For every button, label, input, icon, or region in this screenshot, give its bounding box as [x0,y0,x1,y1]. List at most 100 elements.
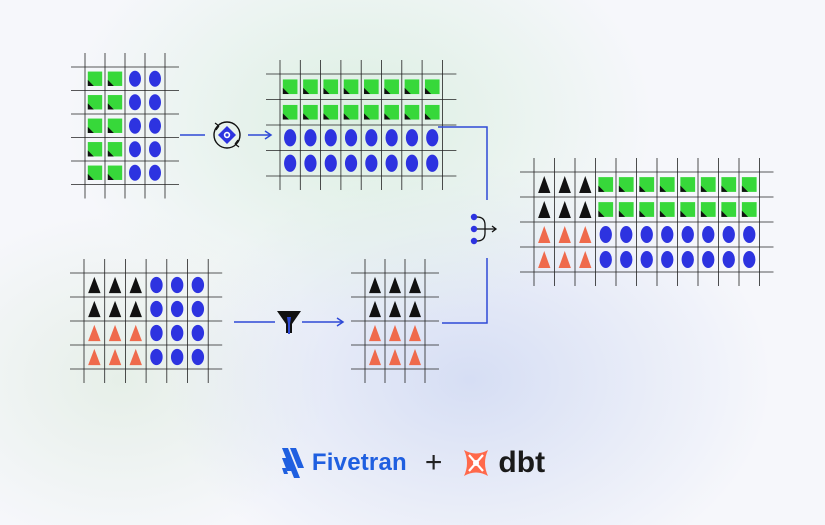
square-corner-mark [107,173,114,180]
black-triangle-cell [389,276,401,294]
green-square-cell [323,79,339,95]
green-square-cell [107,142,123,157]
connector-bottom-to-join [442,258,488,324]
square-corner-mark [343,113,350,120]
pipeline-diagram [70,53,774,383]
square-corner-mark [424,113,432,120]
orange-triangle-cell [579,251,592,268]
orange-triangle-cell [389,348,401,366]
green-square-cell [741,202,757,217]
blue-circle-cell [129,94,141,111]
square-corner-mark [741,185,749,192]
square-corner-mark [107,126,114,133]
table-source-b-filtered [351,259,439,383]
green-square-cell [700,202,716,217]
blue-circle-cell [722,226,735,243]
square-corner-mark [107,103,114,110]
blue-circle-cell [324,154,337,172]
black-triangle-cell [538,176,551,193]
blue-circle-cell [365,129,378,147]
dbt-wordmark: dbt [498,446,546,479]
blue-circle-cell [385,129,398,147]
green-square-cell [659,177,675,192]
blue-circle-cell [405,129,419,147]
green-square-cell [87,71,103,86]
green-square-cell [87,165,103,180]
green-square-cell [598,202,614,217]
blue-circle-cell [129,70,141,87]
blue-circle-cell [722,251,735,268]
funnel-icon [277,311,301,334]
green-square-cell [384,79,399,95]
blue-circle-cell [702,226,715,243]
black-triangle-cell [558,176,571,193]
square-corner-mark [659,210,667,217]
green-square-cell [680,177,696,192]
square-corner-mark [323,87,330,95]
blue-circle-cell [681,226,694,243]
orange-triangle-cell [579,226,592,243]
blue-circle-cell [661,226,674,243]
green-square-cell [639,177,655,192]
arrowhead [336,317,345,327]
green-square-cell [639,202,655,217]
blue-circle-cell [170,348,184,366]
blue-circle-cell [426,129,439,147]
blue-circle-cell [743,251,756,268]
black-triangle-cell [108,300,122,318]
square-corner-mark [700,185,708,192]
square-corner-mark [87,79,94,86]
green-square-cell [87,142,103,157]
orange-triangle-cell [538,251,551,268]
blue-circle-cell [284,154,297,172]
green-square-cell [384,104,399,120]
square-corner-mark [384,87,391,95]
blue-circle-cell [681,251,694,268]
green-square-cell [87,118,103,133]
table-source-b [70,259,223,383]
black-triangle-cell [409,300,421,318]
square-corner-mark [303,87,310,95]
orange-triangle-cell [129,324,142,342]
orange-triangle-cell [389,324,401,342]
square-corner-mark [680,185,687,192]
green-square-cell [424,104,440,120]
blue-circle-cell [129,117,141,134]
square-corner-mark [721,185,728,192]
orange-triangle-cell [108,324,122,342]
black-triangle-cell [579,176,592,193]
orange-triangle-cell [409,348,421,366]
black-triangle-cell [129,300,142,318]
green-square-cell [282,79,298,95]
black-triangle-cell [389,300,401,318]
green-square-cell [364,79,379,95]
square-corner-mark [343,87,350,95]
connector-lines [180,126,488,327]
blue-circle-cell [150,324,163,342]
green-square-cell [107,165,123,180]
square-corner-mark [639,185,646,192]
blue-circle-cell [284,129,297,147]
black-triangle-cell [558,201,571,218]
black-triangle-cell [369,300,381,318]
black-triangle-cell [409,276,421,294]
blue-circle-cell [620,226,633,243]
green-square-cell [364,104,379,120]
rotate-sync-icon [213,121,241,149]
square-corner-mark [680,210,687,217]
square-corner-mark [721,210,728,217]
green-square-cell [659,202,675,217]
square-corner-mark [741,210,749,217]
square-corner-mark [282,113,289,120]
green-square-cell [87,95,103,110]
square-corner-mark [598,185,605,192]
blue-circle-cell [405,154,419,172]
black-triangle-cell [129,276,142,294]
blue-circle-cell [149,117,161,134]
blue-circle-cell [129,164,141,181]
blue-circle-cell [170,276,184,294]
blue-circle-cell [344,154,358,172]
green-square-cell [741,177,757,192]
blue-circle-cell [170,324,184,342]
green-square-cell [303,104,318,120]
